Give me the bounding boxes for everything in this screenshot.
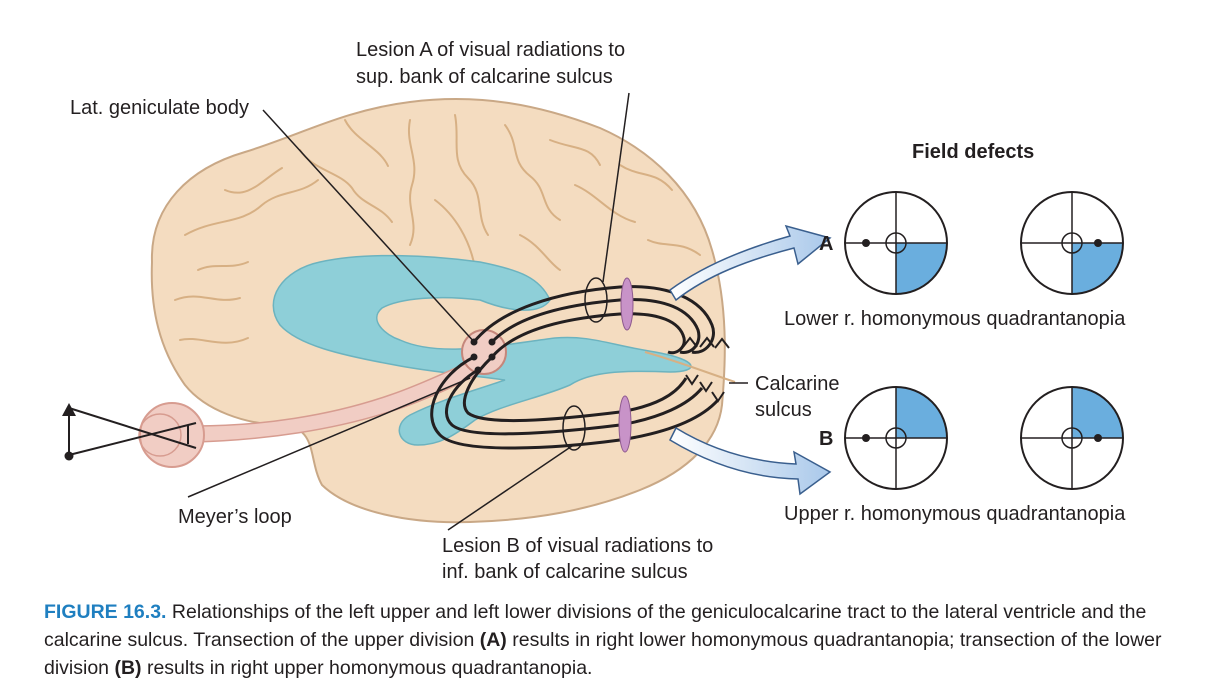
- lesion-b-ring: [562, 405, 586, 451]
- label-upper-quadrantanopia: Upper r. homonymous quadrantanopia: [784, 503, 1126, 525]
- label-marker-b: B: [819, 428, 833, 450]
- label-calcarine-line2: sulcus: [755, 399, 812, 421]
- caption-text-1: Relationships of the left upper and left…: [44, 601, 1147, 651]
- caption-text-3: results in right upper homonymous quadra…: [141, 657, 593, 679]
- caption-ref-a: (A): [479, 629, 507, 651]
- upper-division-radiations: [472, 285, 715, 358]
- cortical-sulci: [174, 114, 701, 344]
- arrow-to-a: [669, 224, 832, 302]
- field-a-right-eye: [1020, 191, 1124, 295]
- label-lat-geniculate: Lat. geniculate body: [70, 97, 249, 119]
- caption-figure-number: FIGURE 16.3.: [44, 601, 167, 623]
- label-lesion-a-line2: sup. bank of calcarine sulcus: [356, 66, 613, 88]
- visual-object-rays: [62, 403, 197, 456]
- lesion-a-ring: [584, 277, 608, 323]
- label-marker-a: A: [819, 233, 833, 255]
- eye-lens: [138, 413, 182, 457]
- field-b-right-eye: [1020, 386, 1124, 490]
- field-b-left-eye: [844, 386, 948, 490]
- label-lesion-b-line1: Lesion B of visual radiations to: [442, 535, 713, 557]
- label-lower-quadrantanopia: Lower r. homonymous quadrantanopia: [784, 308, 1126, 330]
- label-meyers-loop: Meyer’s loop: [178, 506, 292, 528]
- label-calcarine-line1: Calcarine: [755, 373, 839, 395]
- eyeball: [139, 402, 205, 468]
- brain-hemisphere: [150, 98, 726, 524]
- lesion-a-cut: [620, 277, 634, 331]
- object-point: [64, 451, 74, 461]
- lower-division-radiations: [430, 355, 720, 450]
- calcarine-sulcus-line: [644, 351, 736, 383]
- lesion-b-cut: [618, 395, 632, 453]
- caption-text-2: results in right lower homonymous quadra…: [44, 629, 1162, 679]
- fiber-terminations: [682, 336, 730, 403]
- figure-caption: FIGURE 16.3. Relationships of the left u…: [44, 598, 1194, 682]
- arrow-to-b: [669, 426, 832, 496]
- caption-ref-b: (B): [114, 657, 142, 679]
- leader-lines: [187, 92, 748, 531]
- label-lesion-a-line1: Lesion A of visual radiations to: [356, 39, 625, 61]
- label-field-defects: Field defects: [912, 141, 1034, 163]
- label-lesion-b-line2: inf. bank of calcarine sulcus: [442, 561, 688, 583]
- field-a-left-eye: [844, 191, 948, 295]
